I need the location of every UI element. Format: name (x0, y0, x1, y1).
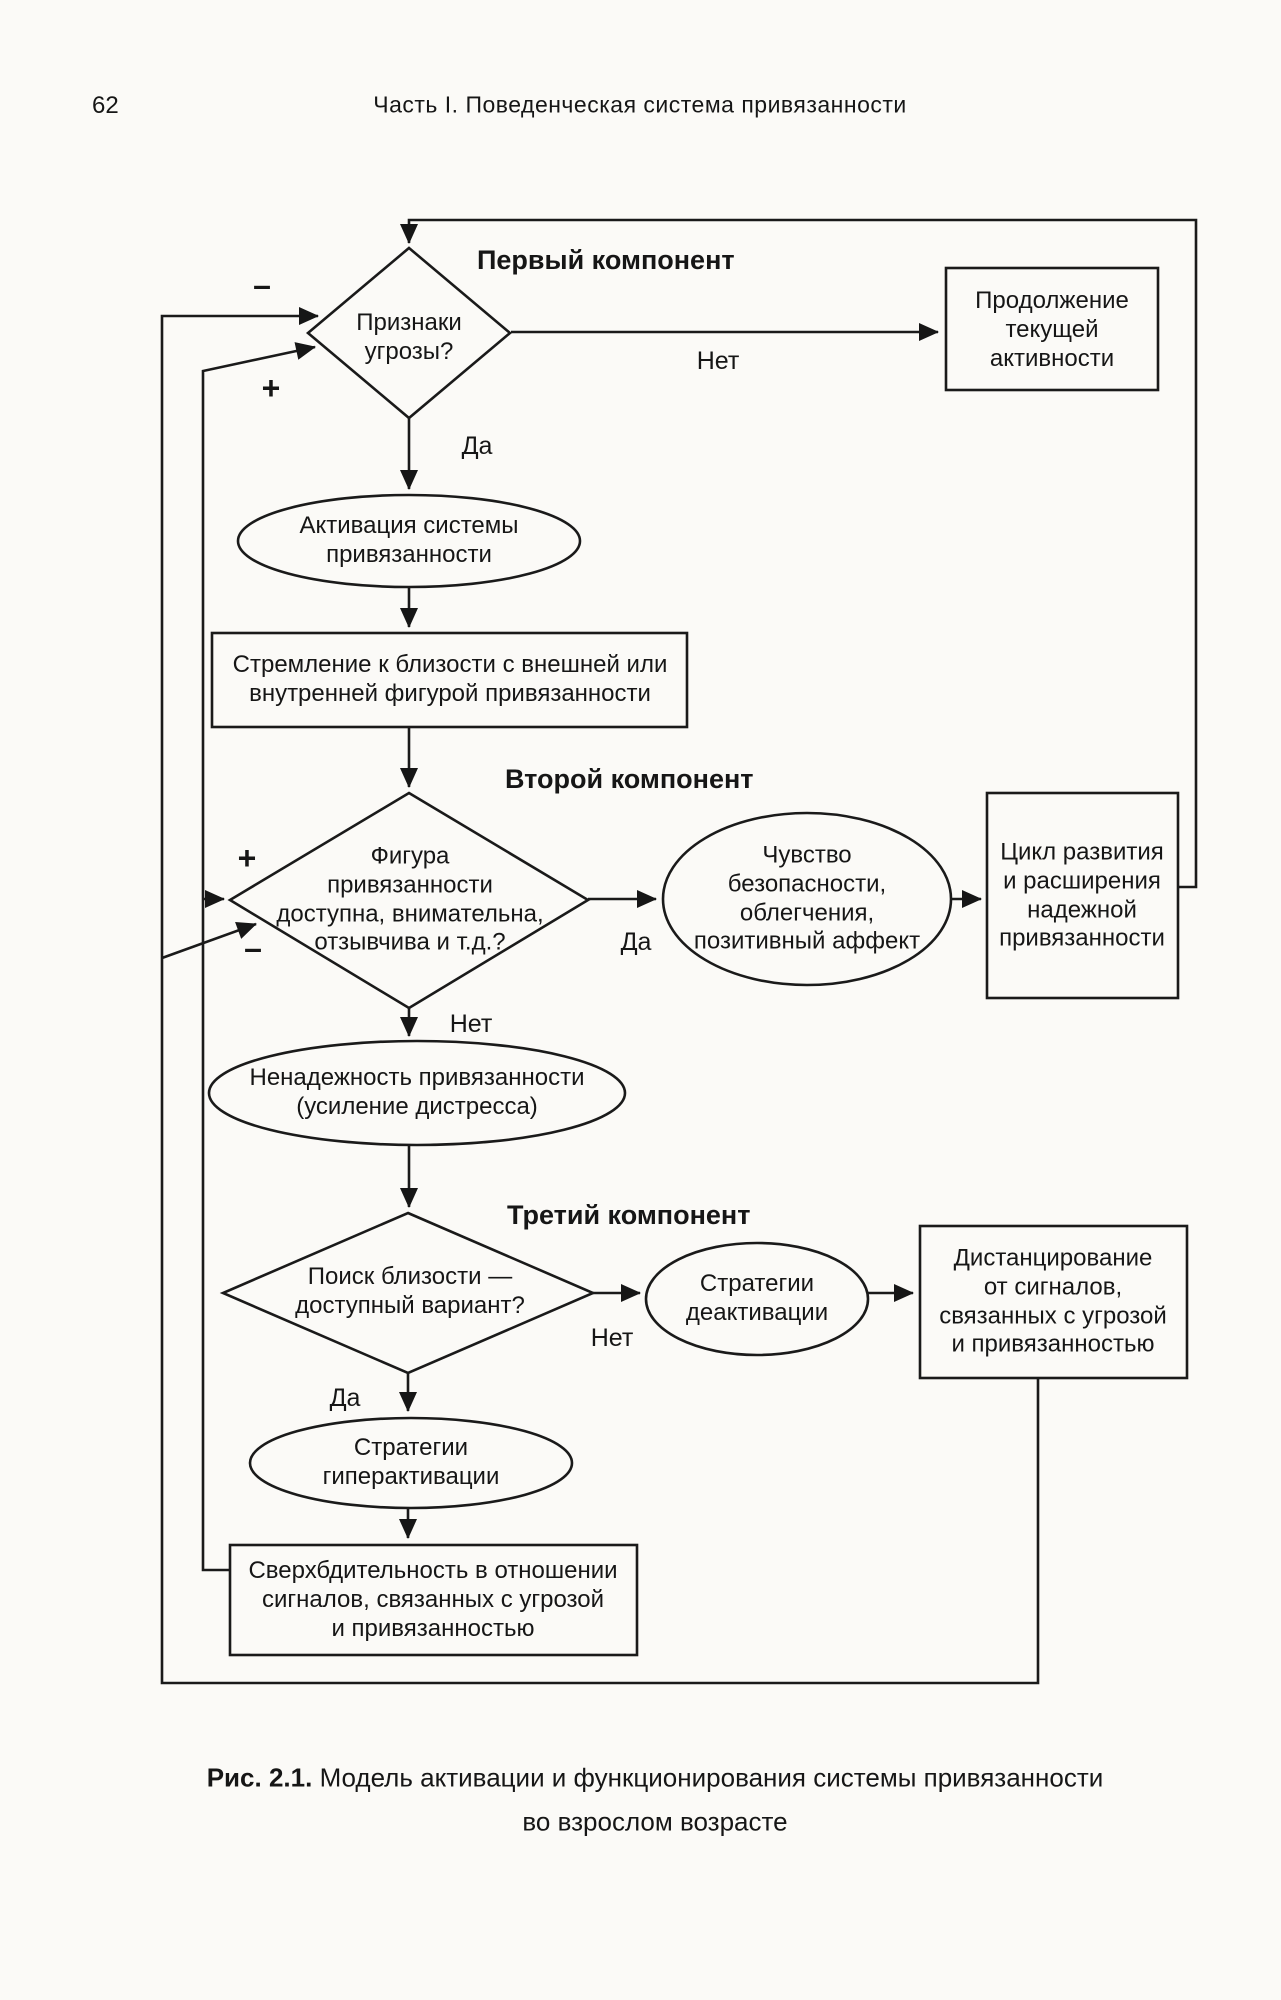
label-hyperactivation: Стратегии гиперактивации (322, 1434, 500, 1490)
edge-label-no-2: Нет (449, 1010, 493, 1038)
section-first-component: Первый компонент (477, 244, 735, 275)
box-distancing (918, 1224, 1189, 1380)
ellipse-activation (236, 493, 582, 589)
diamond-signs-of-threat (305, 246, 513, 420)
sign-minus-figure: – (244, 929, 262, 966)
label-security: Чувство безопасности, облегчения, позити… (693, 841, 921, 955)
ellipse-deactivation (644, 1241, 870, 1357)
running-header: Часть I. Поведенческая система привязанн… (373, 91, 907, 118)
edge-label-yes-1: Да (461, 432, 493, 460)
ellipse-hyperactivation (248, 1416, 574, 1510)
figure-caption-line1: Рис. 2.1. Модель активации и функциониро… (207, 1763, 1104, 1794)
box-proximity-seeking (210, 631, 689, 729)
label-hypervigilance: Сверхбдительность в отношении сигналов, … (248, 1556, 618, 1642)
label-figure-available: Фигура привязанности доступна, вниматель… (276, 842, 544, 956)
box-hypervigilance (228, 1543, 639, 1657)
label-distancing: Дистанцирование от сигналов, связанных с… (939, 1244, 1167, 1358)
loop-hypervigilance-plus (201, 342, 316, 1572)
edge-label-yes-2: Да (620, 928, 652, 956)
diamond-figure-available (227, 791, 591, 1010)
edge-label-no-3: Нет (590, 1324, 634, 1352)
label-proximity-seeking: Стремление к близости с внешней или внут… (232, 651, 668, 707)
loop-secure-cycle-to-threat (400, 218, 1198, 889)
label-proximity-option: Поиск близости — доступный вариант? (295, 1263, 525, 1319)
section-second-component: Второй компонент (505, 763, 754, 794)
label-deactivation: Стратегии деактивации (685, 1270, 829, 1326)
page-number: 62 (92, 92, 119, 119)
figure-caption-text: Модель активации и функционирования сист… (319, 1762, 1104, 1793)
figure-caption-line2: во взрослом возрасте (522, 1806, 788, 1837)
box-continue-activity (944, 266, 1160, 392)
edge-label-no-1: Нет (696, 347, 740, 375)
loop-distancing-minus-branch (161, 921, 257, 960)
label-activation: Активация системы привязанности (299, 512, 519, 568)
sign-plus-figure: + (237, 839, 257, 876)
label-signs-of-threat: Признаки угрозы? (356, 309, 462, 365)
sign-minus-threat: – (253, 266, 271, 303)
ellipse-security (661, 811, 953, 987)
ellipse-insecurity (207, 1039, 627, 1147)
sign-plus-threat: + (261, 369, 281, 406)
label-secure-cycle: Цикл развития и расширения надежной прив… (999, 838, 1165, 952)
figure-caption-number: Рис. 2.1. (206, 1762, 313, 1793)
edge-label-yes-3: Да (329, 1384, 361, 1412)
label-insecurity: Ненадежность привязанности (усиление дис… (249, 1064, 585, 1120)
label-continue-activity: Продолжение текущей активности (975, 286, 1129, 372)
loop-distancing-minus (160, 307, 1040, 1685)
diamond-proximity-option (219, 1211, 597, 1375)
section-third-component: Третий компонент (507, 1199, 751, 1230)
box-secure-cycle (985, 791, 1180, 1000)
